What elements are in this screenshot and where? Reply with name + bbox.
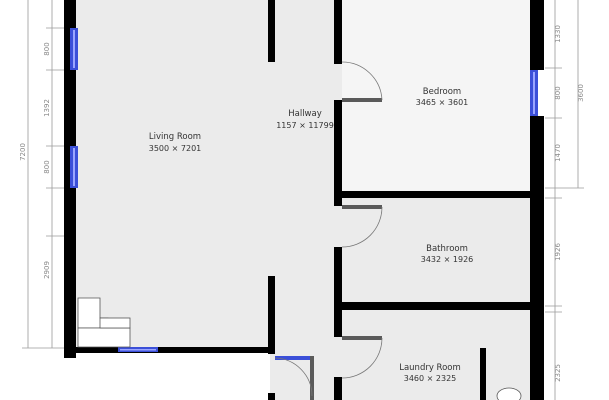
living-room-area — [74, 0, 270, 350]
living-room-name: Living Room — [149, 132, 201, 142]
bedroom-door-leaf — [342, 98, 382, 102]
counter-appliance — [99, 317, 131, 329]
laundry-door-leaf — [342, 336, 382, 340]
dim-left-seg-4: 2909 — [43, 261, 51, 279]
dim-right-seg-3: 1470 — [554, 144, 562, 162]
dim-left-total: 7200 — [19, 143, 27, 161]
bedroom-area — [342, 0, 532, 192]
dim-left-seg-3: 800 — [43, 160, 51, 173]
dim-right-laundry: 2325 — [554, 364, 562, 382]
fixtures — [77, 297, 522, 400]
bathroom-dims: 3432 × 1926 — [421, 255, 474, 264]
bedroom-name: Bedroom — [423, 87, 461, 97]
bedroom-dims: 3465 × 3601 — [416, 98, 469, 107]
dim-left-seg-2: 1392 — [43, 99, 51, 117]
laundry-room-area — [342, 310, 532, 400]
dim-right-seg-1: 1330 — [554, 25, 562, 43]
toilet-icon — [496, 387, 522, 400]
window-hallway-bottom — [275, 356, 313, 360]
hallway-dims: 1157 × 11799 — [276, 121, 334, 130]
laundry-room-name: Laundry Room — [399, 363, 461, 373]
left-dimension-lines — [22, 0, 64, 349]
hallway-door-leaf — [310, 356, 314, 400]
bathroom-name: Bathroom — [426, 244, 468, 254]
dim-right-seg-2: 800 — [554, 86, 562, 99]
bathroom-door-leaf — [342, 205, 382, 209]
bottom-left-area — [76, 356, 270, 400]
dim-left-seg-1: 800 — [43, 42, 51, 55]
dim-right-total-bedroom: 3600 — [577, 84, 585, 102]
laundry-room-dims: 3460 × 2325 — [404, 374, 457, 383]
hallway-area — [270, 0, 342, 400]
doors — [274, 61, 383, 400]
right-dimension-lines — [545, 0, 584, 400]
hallway-name: Hallway — [288, 109, 322, 119]
windows — [70, 28, 538, 360]
walls — [64, 0, 544, 400]
bathroom-area — [342, 198, 532, 302]
dim-right-bathroom: 1926 — [554, 243, 562, 261]
living-room-dims: 3500 × 7201 — [149, 144, 202, 153]
